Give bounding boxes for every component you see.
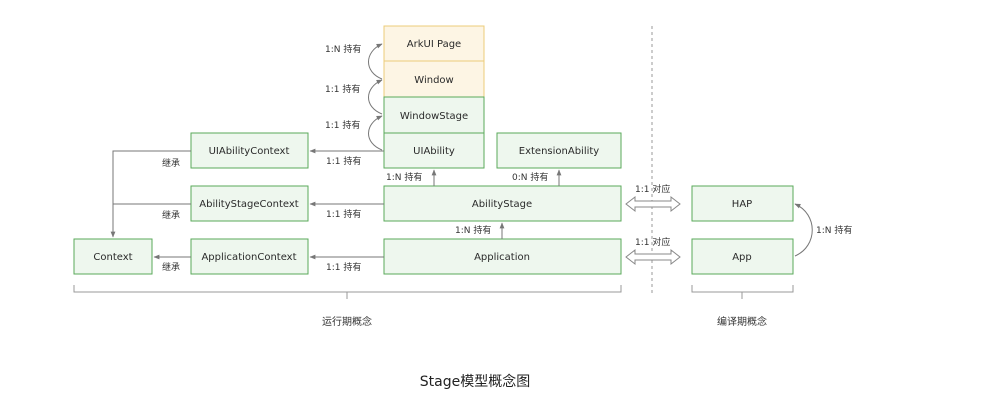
label-inherit-3: 继承 [162, 261, 180, 273]
box-ability-stage-label: AbilityStage [472, 199, 532, 210]
box-uiability: UIAbility [383, 132, 485, 169]
label-abilitystage-ctx: 1:1 持有 [326, 208, 361, 220]
box-arkui-page: ArkUI Page [383, 25, 485, 62]
box-context: Context [73, 238, 153, 275]
curve-window-to-page [368, 43, 383, 80]
box-uiability-context-label: UIAbilityContext [209, 146, 290, 157]
curve-windowstage-to-window [368, 79, 383, 115]
box-app: App [691, 238, 794, 275]
box-uiability-context: UIAbilityContext [190, 132, 309, 169]
label-inherit-1: 继承 [162, 157, 180, 169]
box-window-stage: WindowStage [383, 96, 485, 134]
curve-uiability-to-windowstage [368, 115, 383, 151]
double-arrow-application-app [625, 248, 681, 266]
group-compile-label: 编译期概念 [717, 315, 767, 328]
label-uiability-ctx: 1:1 持有 [326, 155, 361, 167]
label-inherit-2: 继承 [162, 209, 180, 221]
label-windowstage-uiability: 1:1 持有 [325, 119, 360, 131]
brace-compile [691, 285, 794, 299]
box-application-context: ApplicationContext [190, 238, 309, 275]
inherit-uiability-context [110, 150, 191, 238]
label-app-hap: 1:N 持有 [816, 224, 852, 236]
box-hap: HAP [691, 185, 794, 222]
box-window: Window [383, 60, 485, 98]
box-ability-stage-context-label: AbilityStageContext [199, 199, 299, 210]
box-uiability-label: UIAbility [413, 146, 455, 157]
box-extension-ability: ExtensionAbility [496, 132, 622, 169]
box-ability-stage-context: AbilityStageContext [190, 185, 309, 222]
box-extension-ability-label: ExtensionAbility [519, 146, 600, 157]
label-map-2: 1:1 对应 [635, 236, 670, 248]
label-window-windowstage: 1:1 持有 [325, 83, 360, 95]
box-hap-label: HAP [732, 199, 752, 210]
box-window-label: Window [414, 75, 453, 86]
label-page-window: 1:N 持有 [325, 43, 361, 55]
box-window-stage-label: WindowStage [400, 111, 468, 122]
double-arrow-abilitystage-hap [625, 195, 681, 213]
label-abilitystage-extension: 0:N 持有 [512, 171, 548, 183]
group-runtime-label: 运行期概念 [322, 315, 372, 328]
brace-runtime [73, 285, 622, 299]
curve-app-to-hap [794, 203, 813, 257]
box-context-label: Context [93, 252, 132, 263]
box-application-context-label: ApplicationContext [201, 252, 296, 263]
label-abilitystage-uiability: 1:N 持有 [386, 171, 422, 183]
label-application-ctx: 1:1 持有 [326, 261, 361, 273]
box-application: Application [383, 238, 622, 275]
box-app-label: App [732, 252, 752, 263]
box-ability-stage: AbilityStage [383, 185, 622, 222]
label-application-abilitystage: 1:N 持有 [455, 224, 491, 236]
diagram-caption: Stage模型概念图 [420, 373, 530, 390]
label-map-1: 1:1 对应 [635, 183, 670, 195]
box-application-label: Application [474, 252, 530, 263]
box-arkui-page-label: ArkUI Page [407, 39, 461, 50]
